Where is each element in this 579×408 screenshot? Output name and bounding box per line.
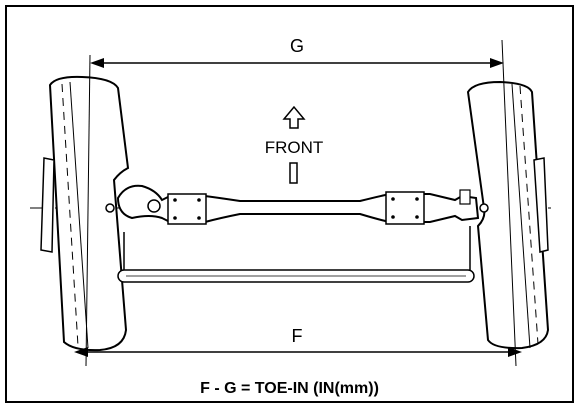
dimension-f: F xyxy=(74,326,522,357)
arrow-up-icon xyxy=(282,105,306,184)
right-wheel xyxy=(466,39,550,367)
diagram-caption: F - G = TOE-IN (IN(mm)) xyxy=(200,380,379,397)
dimension-g: G xyxy=(90,36,504,68)
axle-beam xyxy=(105,184,489,225)
dimension-g-label: G xyxy=(290,36,304,56)
direction-label: FRONT xyxy=(265,138,324,157)
dimension-f-label: F xyxy=(292,326,303,346)
tie-rod xyxy=(117,226,475,283)
left-wheel xyxy=(40,54,130,367)
diagram-frame xyxy=(5,5,574,403)
